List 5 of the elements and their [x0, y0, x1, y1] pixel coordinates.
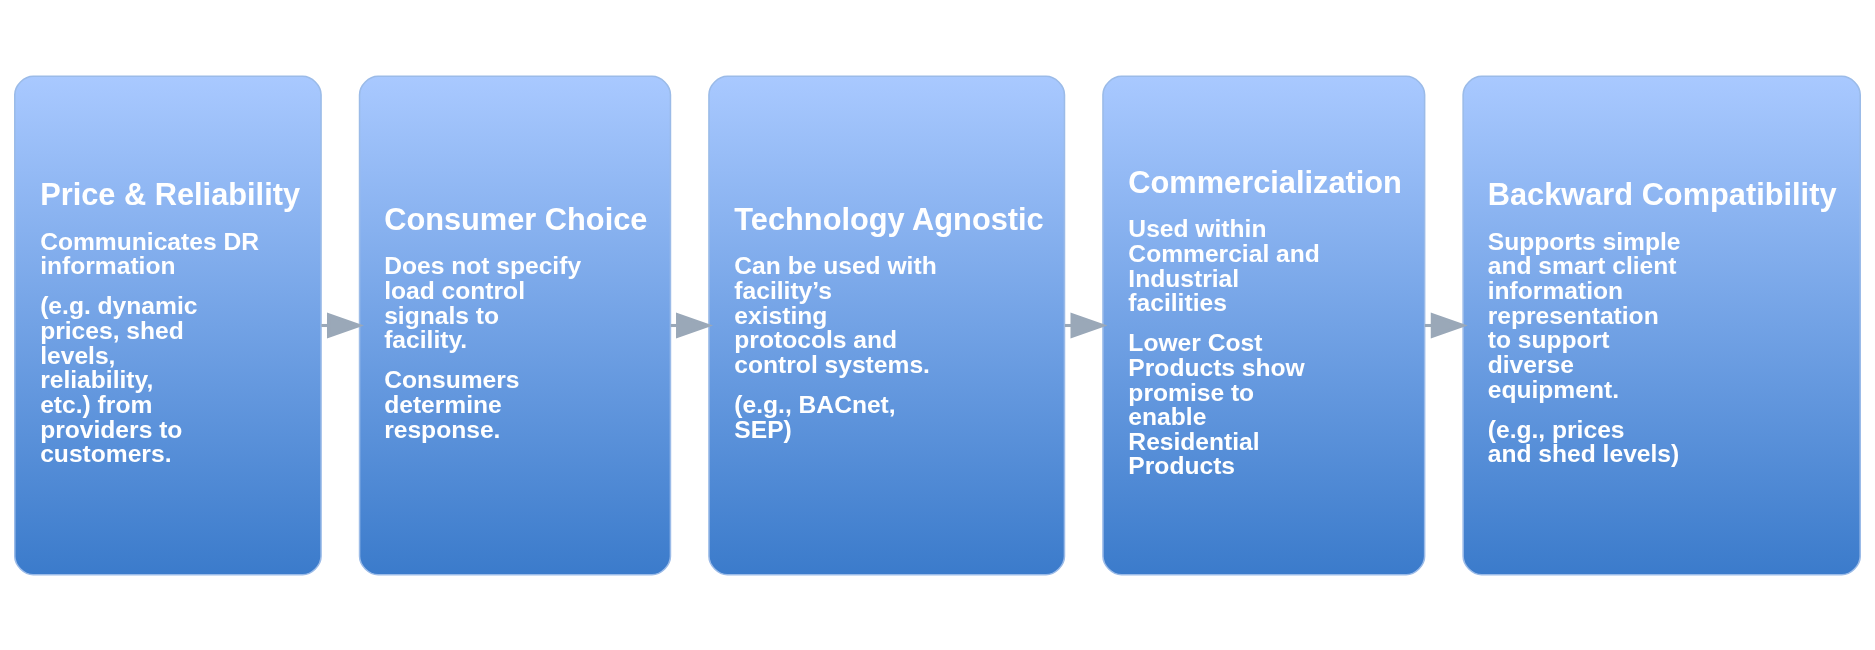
node-box: Commercialization Used within Commercial and Industrial facilities Lower Cost Products show promise to enable Residential Products — [1102, 74, 1426, 576]
node-box: Backward Compatibility Supports simple and smart client information representation to support diverse equipment. (e.g., prices and shed levels) — [1462, 74, 1861, 576]
node-box: Consumer Choice Does not specify load control signals to facility. Consumers determine response. — [358, 74, 672, 576]
node-box: Price & Reliability Communicates DR information (e.g. dynamic prices, shed levels, reliability, etc.) from providers to customers. — [14, 74, 322, 576]
node-box: Technology Agnostic Can be used with facility’s existing protocols and control systems. (e.g., BACnet, SEP) — [708, 74, 1066, 576]
